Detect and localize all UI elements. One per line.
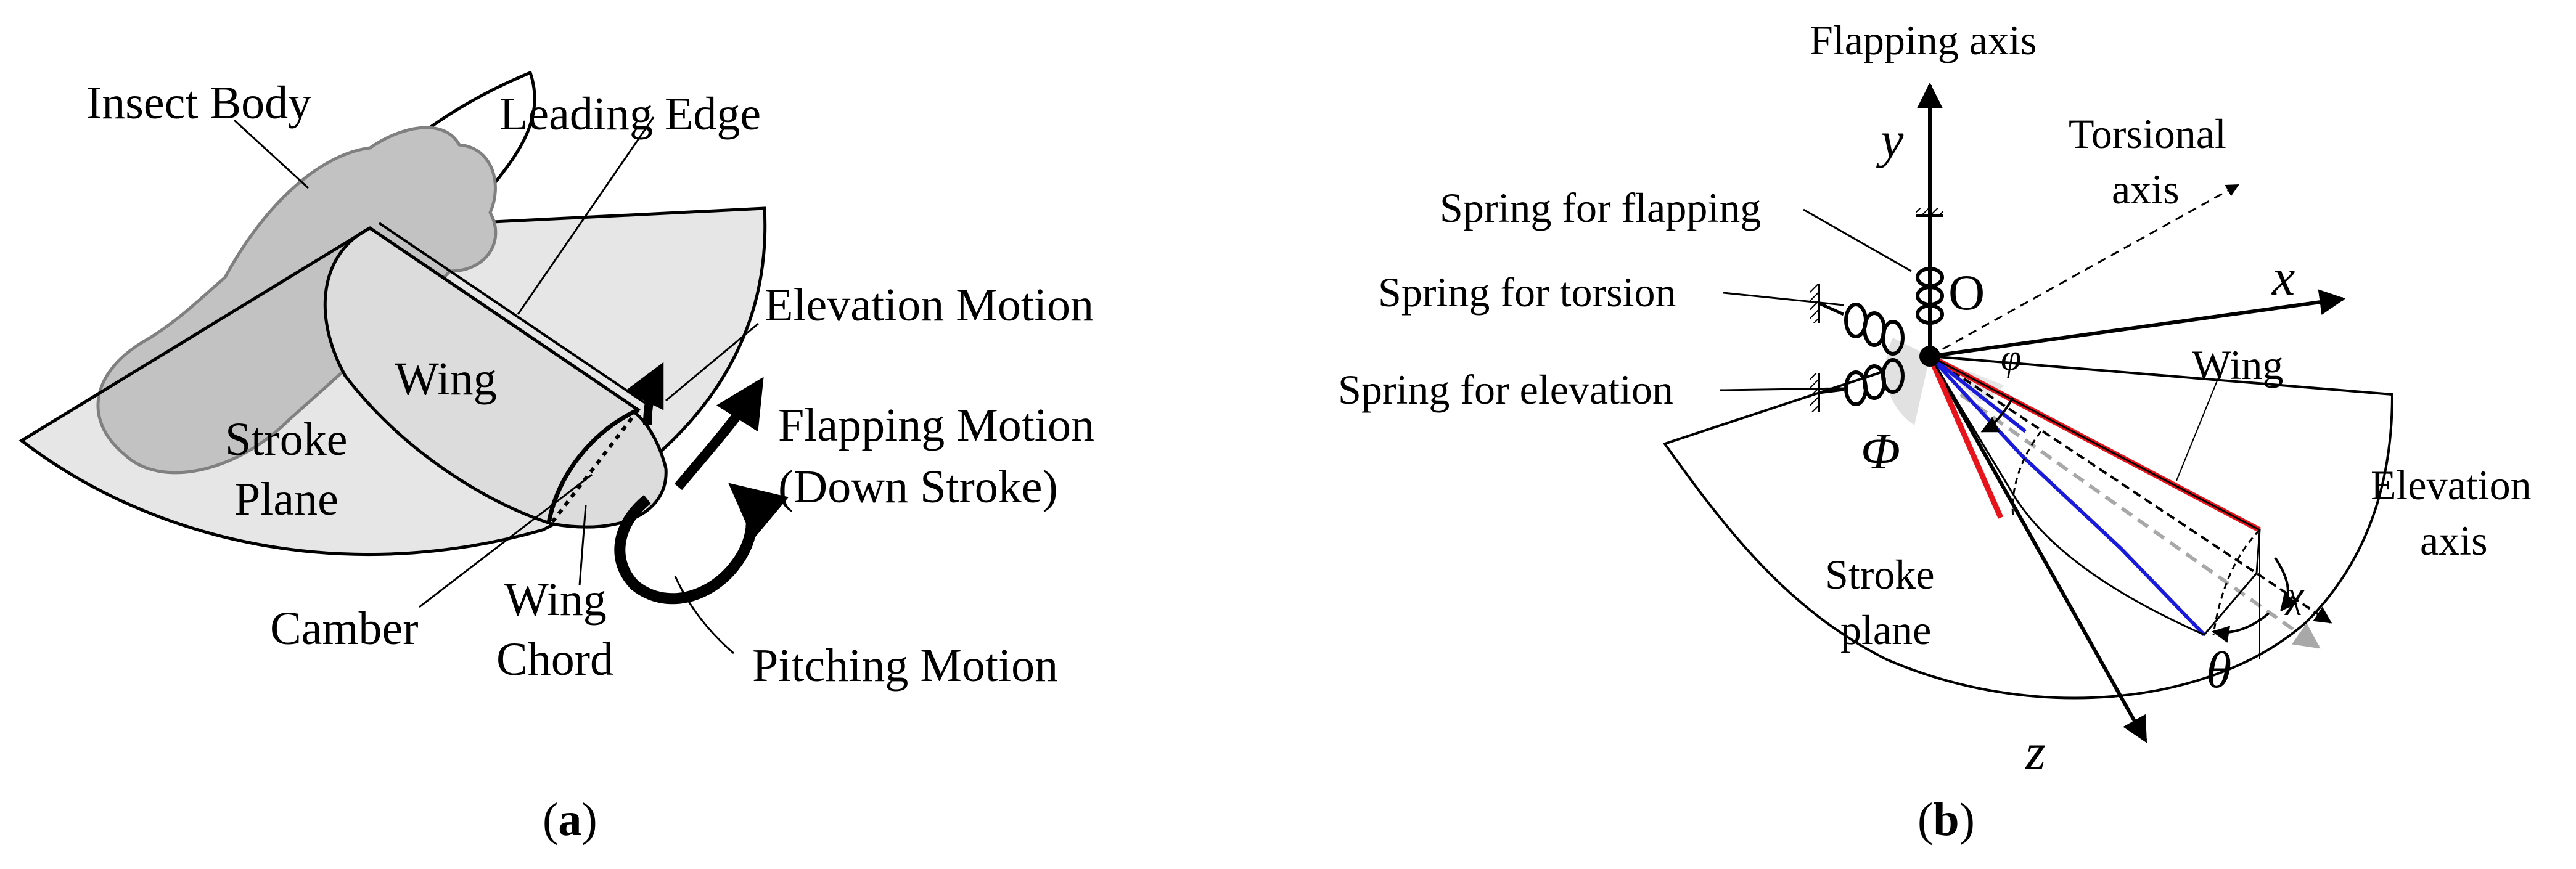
chord-dashed-2 [2212,529,2261,635]
blue-wing-line-2 [1929,354,2027,433]
caption-b: (b) [1918,794,1975,846]
label-wing-chord-2: Chord [496,634,613,685]
z-axis [1928,355,2147,743]
blue-wing-line [1928,354,2206,637]
label-chi: χ [2284,574,2305,615]
flapping-arrow [674,377,764,491]
label-stroke-b-1: Stroke [1825,551,1935,598]
origin-point [1919,346,1940,367]
wing-b-outline [1927,354,2261,636]
label-flapping-axis: Flapping axis [1810,17,2037,63]
stroke-plane-edge [20,226,371,443]
spring-flapping-symbol [1916,208,1944,325]
label-torsional-1: Torsional [2069,110,2226,157]
label-phi-small: φ [2001,337,2021,378]
label-elevation-2: axis [2420,517,2488,564]
theta-arc [2212,612,2270,643]
elevation-axis [1929,355,2332,624]
label-camber: Camber [270,603,419,655]
panel-b: Flapping axis y Torsional axis Spring fo… [1338,17,2532,846]
label-stroke-a-1: Stroke [225,414,347,465]
chord-dotted [550,409,640,524]
label-insect-body: Insect Body [86,77,311,129]
label-spring-flapping: Spring for flapping [1440,184,1761,231]
chord-dashed-1 [2011,431,2042,518]
label-elevation-motion: Elevation Motion [765,279,1094,331]
label-z: z [2025,724,2046,781]
label-pitching-motion: Pitching Motion [752,640,1058,692]
chi-arc [2274,557,2298,612]
spring-elevation-symbol [1810,358,1905,412]
label-flapping-motion: Flapping Motion [778,399,1094,451]
projection-axis [1959,393,2321,649]
label-origin: O [1948,264,1985,320]
elevation-arrow [625,362,664,426]
label-wing-a: Wing [395,353,497,405]
stroke-plane-b [1662,354,2394,700]
red-leading-edge-2 [1927,355,2004,519]
label-stroke-b-2: plane [1840,606,1931,653]
label-stroke-a-2: Plane [234,473,338,525]
label-spring-elevation: Spring for elevation [1338,366,1673,413]
label-wing-chord-1: Wing [504,574,607,626]
label-spring-torsion: Spring for torsion [1378,269,1676,316]
panel-a: Insect Body Leading Edge Elevation Motio… [18,70,1094,846]
x-axis [1929,289,2346,358]
label-theta: θ [2206,642,2231,699]
label-elevation-1: Elevation [2371,462,2532,508]
caption-a: (a) [543,794,597,846]
label-x: x [2271,249,2295,306]
label-y: y [1876,112,1904,169]
label-down-stroke: (Down Stroke) [778,461,1058,513]
label-phi-big: Φ [1861,423,1900,480]
label-torsional-2: axis [2112,166,2180,213]
label-wing-b: Wing [2192,341,2283,388]
pitching-arrow [614,483,789,605]
label-leading-edge: Leading Edge [499,88,761,140]
phi-arc [1980,396,2014,433]
spring-torsion-symbol [1810,284,1905,356]
